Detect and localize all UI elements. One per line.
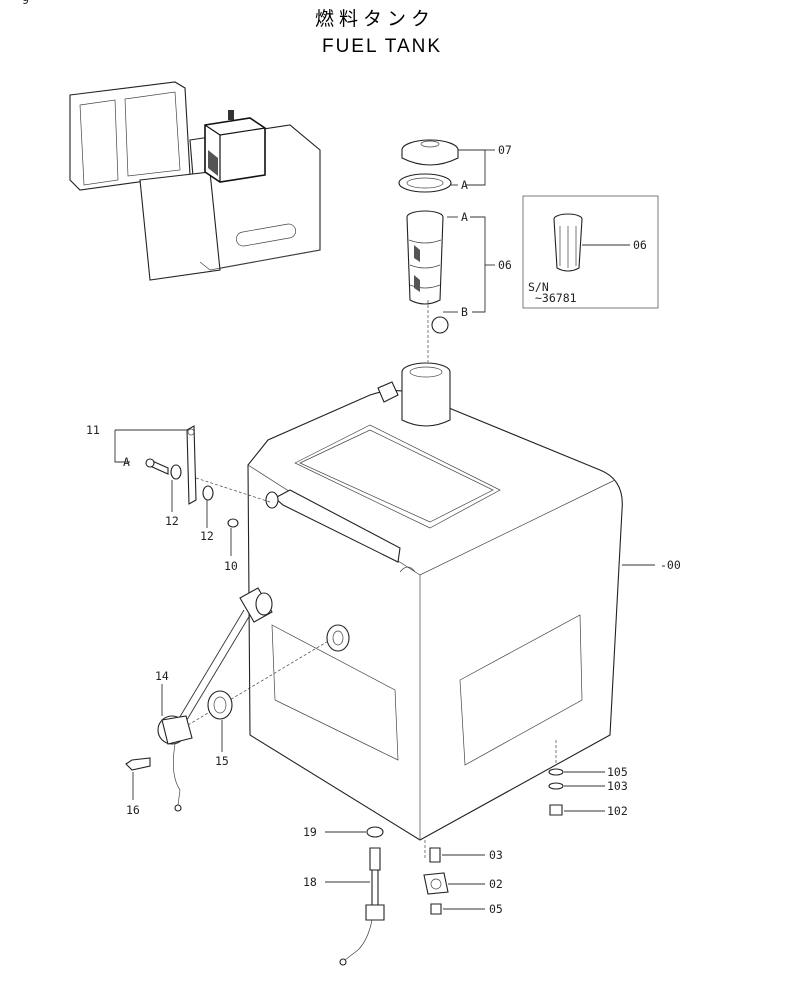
callout-03: 03: [489, 848, 503, 862]
gasket-ring-icon: [398, 173, 452, 193]
ref-a-bolt: A: [123, 455, 130, 469]
ref-b: B: [461, 305, 468, 319]
serial-inset-box: 06 S/N ~36781: [522, 195, 659, 309]
callout-18: 18: [303, 875, 317, 889]
callout-15: 15: [215, 754, 229, 768]
callout-14: 14: [155, 669, 169, 683]
callout-10: 10: [224, 559, 238, 573]
callout-12a: 12: [165, 514, 179, 528]
callout-105: 105: [607, 765, 628, 779]
drain-fitting-icon: [423, 847, 449, 915]
callout-07: 07: [498, 143, 512, 157]
excavator-icon: [69, 81, 321, 281]
ref-a-cap: A: [461, 178, 468, 192]
fuel-cap-icon: [401, 139, 459, 166]
strainer-icon: [406, 210, 449, 334]
callout-16: 16: [126, 803, 140, 817]
callout-102: 102: [607, 804, 628, 818]
callout-05: 05: [489, 902, 503, 916]
serial-range: ~36781: [535, 291, 577, 305]
callout-19: 19: [303, 825, 317, 839]
callout-103: 103: [607, 779, 628, 793]
title-english: FUEL TANK: [322, 36, 442, 57]
callout-00: -00: [660, 558, 681, 572]
page-number-fragment: 9: [22, 0, 29, 7]
serial-label: S/N: [528, 280, 549, 294]
inset-callout-06: 06: [633, 238, 647, 252]
float-sender-icon: [125, 587, 331, 812]
bolt-assembly-icon: [145, 425, 271, 528]
callout-12b: 12: [200, 529, 214, 543]
callout-06: 06: [498, 258, 512, 272]
callout-11: 11: [86, 423, 100, 437]
callout-02: 02: [489, 877, 503, 891]
tank-highlight-icon: [204, 110, 266, 183]
fuel-tank-icon: [247, 362, 623, 860]
title-japanese: 燃料タンク: [315, 8, 435, 30]
drain-valve-icon: [339, 826, 385, 966]
mounting-bolt-icon: [548, 740, 564, 816]
ref-a-strainer: A: [461, 210, 468, 224]
